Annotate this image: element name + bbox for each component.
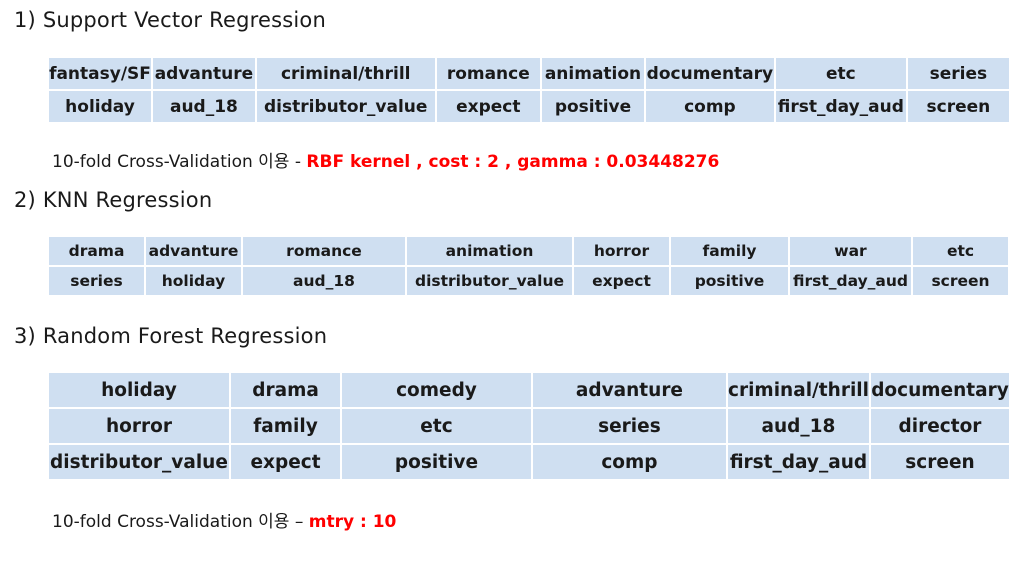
section1-title: 1) Support Vector Regression	[14, 8, 326, 32]
knn-feature-cell: etc	[911, 235, 1010, 267]
knn-feature-cell: drama	[47, 235, 146, 267]
rf-feature-cell: holiday	[47, 371, 231, 409]
rf-feature-cell: advanture	[530, 371, 729, 409]
knn-feature-cell: holiday	[144, 265, 243, 297]
rf-feature-cell: director	[868, 407, 1011, 445]
rf-cv-note: 10-fold Cross-Validation 이용 – mtry : 10	[52, 507, 396, 532]
svr-feature-cell: etc	[773, 56, 908, 91]
svr-feature-cell: expect	[434, 89, 543, 124]
svr-cv-note: 10-fold Cross-Validation 이용 - RBF kernel…	[52, 147, 719, 172]
rf-params: mtry : 10	[308, 512, 397, 532]
rf-feature-cell: horror	[47, 407, 231, 445]
knn-feature-cell: war	[788, 235, 913, 267]
svr-feature-cell: advanture	[150, 56, 257, 91]
knn-feature-cell: distributor_value	[405, 265, 574, 297]
rf-feature-cell: comp	[530, 443, 729, 481]
svr-feature-cell: series	[905, 56, 1011, 91]
rf-feature-cell: positive	[340, 443, 533, 481]
rf-feature-cell: first_day_aud	[726, 443, 871, 481]
svr-params: RBF kernel , cost : 2 , gamma : 0.034482…	[306, 152, 720, 172]
knn-feature-cell: first_day_aud	[788, 265, 913, 297]
rf-feature-cell: documentary	[868, 371, 1011, 409]
knn-feature-cell: series	[47, 265, 146, 297]
svr-feature-cell: animation	[540, 56, 646, 91]
svr-feature-cell: documentary	[643, 56, 776, 91]
knn-feature-cell: expect	[572, 265, 671, 297]
knn-feature-cell: animation	[405, 235, 574, 267]
svr-feature-cell: aud_18	[150, 89, 257, 124]
svr-feature-cell: distributor_value	[254, 89, 437, 124]
svr-feature-cell: criminal/thrill	[254, 56, 437, 91]
svr-feature-cell: fantasy/SF	[47, 56, 153, 91]
knn-feature-cell: horror	[572, 235, 671, 267]
knn-feature-cell: family	[669, 235, 790, 267]
rf-feature-cell: distributor_value	[47, 443, 231, 481]
svr-feature-cell: positive	[540, 89, 646, 124]
svr-feature-cell: screen	[905, 89, 1011, 124]
knn-feature-cell: positive	[669, 265, 790, 297]
rf-feature-cell: etc	[340, 407, 533, 445]
rf-feature-cell: family	[228, 407, 343, 445]
svr-feature-cell: holiday	[47, 89, 153, 124]
knn-feature-cell: screen	[911, 265, 1010, 297]
section3-title: 3) Random Forest Regression	[14, 324, 328, 348]
knn-feature-cell: advanture	[144, 235, 243, 267]
rf-feature-cell: comedy	[340, 371, 533, 409]
knn-feature-cell: romance	[241, 235, 407, 267]
svr-cv-note-text: 10-fold Cross-Validation 이용 -	[52, 152, 307, 172]
rf-feature-cell: screen	[868, 443, 1011, 481]
rf-feature-cell: criminal/thrill	[726, 371, 871, 409]
rf-feature-cell: aud_18	[726, 407, 871, 445]
rf-feature-cell: expect	[228, 443, 343, 481]
knn-feature-cell: aud_18	[241, 265, 407, 297]
rf-feature-cell: series	[530, 407, 729, 445]
svr-feature-cell: romance	[434, 56, 543, 91]
svr-feature-cell: comp	[643, 89, 776, 124]
rf-cv-note-text: 10-fold Cross-Validation 이용 –	[52, 512, 309, 532]
section2-title: 2) KNN Regression	[14, 188, 213, 212]
rf-feature-cell: drama	[228, 371, 343, 409]
svr-feature-cell: first_day_aud	[773, 89, 908, 124]
